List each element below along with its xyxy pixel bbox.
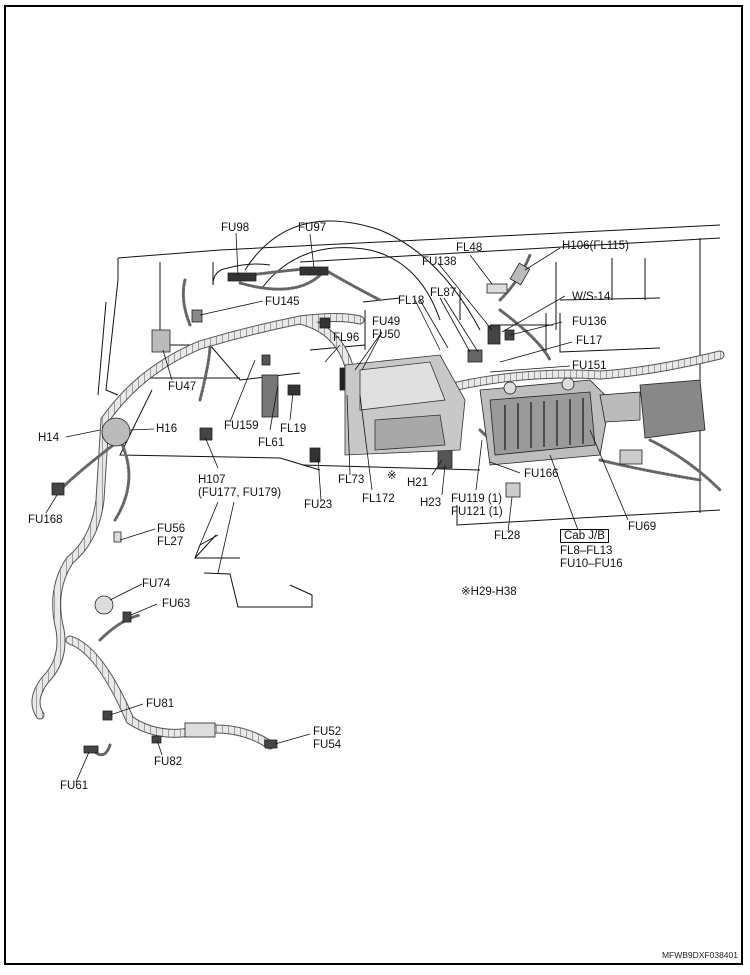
connectors [51, 262, 531, 754]
diagram-frame [4, 5, 743, 965]
connector-fu97 [299, 266, 329, 276]
label-h107-main: H107 [198, 474, 226, 486]
connector-fu56-fl27 [113, 531, 122, 543]
label-h16: H16 [156, 423, 178, 435]
label-fu50: FU50 [372, 328, 401, 341]
label-fu52: FU52 [313, 726, 342, 738]
cab-jb-line-1: FL8–FL13 [560, 545, 613, 557]
connector-fu63 [122, 611, 132, 623]
label-fu69: FU69 [628, 521, 657, 533]
label-fu151: FU151 [572, 360, 607, 372]
connector-h14-h16 [101, 417, 131, 447]
label-h23: H23 [420, 497, 442, 509]
label-fl73: FL73 [338, 474, 365, 486]
connector-fl96 [319, 317, 331, 329]
connector-fu145 [191, 309, 203, 323]
label-fu168: FU168 [28, 514, 63, 526]
dashboard-outline [97, 224, 721, 526]
label-fl172: FL172 [362, 493, 395, 505]
connector-fu52-fu54 [264, 739, 278, 749]
label-fu56: FU56 [157, 523, 186, 535]
connector-h107 [199, 427, 213, 441]
connector-fu136 [504, 329, 515, 341]
label-fl18: FL18 [398, 295, 425, 307]
label-fu54: FU54 [313, 738, 342, 751]
relay-box [599, 379, 706, 465]
hvac-unit [344, 354, 466, 456]
label-fu159: FU159 [224, 420, 259, 432]
label-fl61: FL61 [258, 437, 285, 449]
label-fl96: FL96 [333, 332, 360, 344]
leader-lines [45, 232, 629, 783]
label-h107-sub: (FU177, FU179) [198, 486, 282, 499]
label-fu63: FU63 [162, 598, 191, 610]
label-fl19: FL19 [280, 423, 307, 435]
label-fu98: FU98 [221, 222, 250, 234]
label-cab-jb-range: FL8–FL13 FU10–FU16 [560, 545, 623, 570]
label-fl28: FL28 [494, 530, 521, 542]
label-fu47: FU47 [168, 381, 197, 393]
floor-outline [193, 534, 313, 608]
label-fu121: FU121 (1) [451, 505, 503, 518]
label-w-s-14: W/S-14 [572, 291, 611, 303]
figure-id: MFWB9DXF038401 [661, 950, 738, 960]
connector-fu82 [151, 735, 162, 744]
label-h107: H107 (FU177, FU179) [198, 474, 281, 499]
label-fu97: FU97 [298, 222, 327, 234]
label-hvac-marker: ※ [387, 470, 397, 482]
connector-fu98 [227, 272, 257, 282]
label-cab-jb: Cab J/B [560, 529, 609, 543]
connector-fu74 [94, 595, 114, 615]
label-fu74: FU74 [142, 578, 171, 590]
connector-fu61 [83, 745, 99, 754]
connector-fl61 [261, 374, 279, 418]
connector-fl87 [467, 349, 483, 363]
connector-h106 [509, 262, 531, 286]
label-fu119: FU119 (1) [451, 493, 502, 505]
label-fu119-fu121: FU119 (1) FU121 (1) [451, 493, 503, 518]
label-h14: H14 [38, 432, 60, 444]
label-h21: H21 [407, 477, 429, 489]
cab-jb-line-2: FU10–FU16 [560, 557, 623, 570]
label-fu49-fu50: FU49 FU50 [372, 316, 400, 341]
connector-fu81 [102, 710, 113, 721]
label-fu49: FU49 [372, 316, 401, 328]
connector-w-s-14 [487, 325, 501, 345]
label-h106: H106(FL115) [562, 240, 629, 252]
cab-junction-block [479, 377, 611, 466]
connector-fu47 [151, 329, 171, 353]
label-fu136: FU136 [572, 316, 607, 328]
label-fu56-fl27: FU56 FL27 [157, 523, 185, 548]
label-fu52-fu54: FU52 FU54 [313, 726, 341, 751]
label-fu23: FU23 [304, 499, 333, 511]
label-fu81: FU81 [146, 698, 175, 710]
note-h29-h38: ※H29-H38 [461, 586, 517, 598]
label-fu145: FU145 [265, 296, 300, 308]
label-fu82: FU82 [154, 756, 183, 768]
harness-arcs [244, 220, 481, 331]
cab-jb-title: Cab J/B [560, 529, 609, 543]
label-fl87: FL87 [430, 287, 457, 299]
label-fu138: FU138 [422, 256, 457, 268]
label-fu166: FU166 [524, 468, 559, 480]
label-fl17: FL17 [576, 335, 603, 347]
label-fu61: FU61 [60, 780, 89, 792]
connector-fu168 [51, 482, 65, 496]
connector-fl19 [287, 384, 301, 396]
connector-fu159 [261, 354, 271, 366]
connector-fl28 [505, 482, 521, 498]
connector-fu23 [309, 447, 321, 463]
connector-in-line [184, 722, 216, 738]
label-fl27: FL27 [157, 535, 184, 548]
label-fl48: FL48 [456, 242, 483, 254]
connector-fl48 [486, 283, 508, 294]
